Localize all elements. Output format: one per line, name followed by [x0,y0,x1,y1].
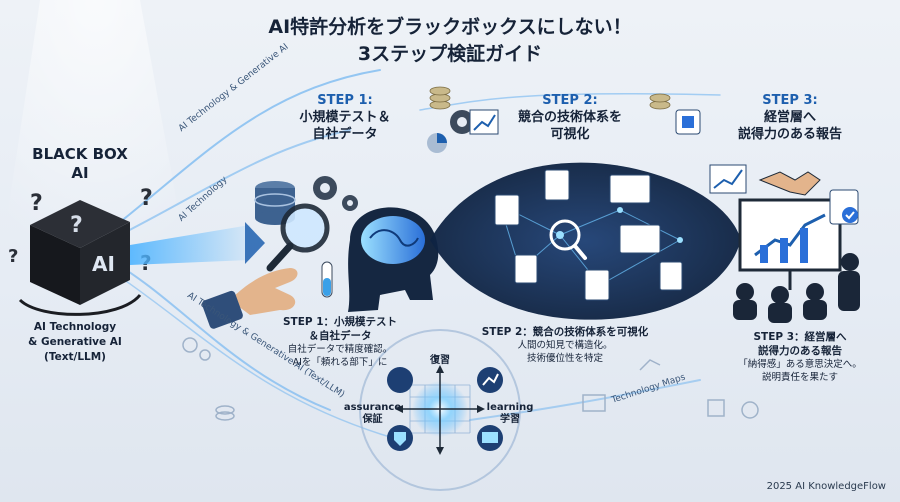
arrow-icon [245,222,265,264]
black-box-caption-line3: (Text/LLM) [44,351,106,363]
test-tube-icon [321,261,333,298]
black-box-caption-line1: AI Technology [33,321,117,333]
step3-title-line2: 説得力のある報告 [737,127,842,142]
chip-icon [675,109,701,135]
step3-caption-line2: 説得力のある報告 [758,345,842,357]
page-title: AI特許分析をブラックボックスにしない！ 3ステップ検証ガイド [210,14,690,68]
step1-desc-line1: 自社データで精度確認。 [287,344,393,355]
ai-brain-head-icon [348,207,439,312]
step1-heading-block: STEP 1: 小規模テスト＆ 自社データ [275,93,415,143]
step3-caption-line1: STEP 3：経営層へ [753,331,847,343]
data-beam [130,225,250,265]
step2-caption: STEP 2：競合の技術体系を可視化 人間の知見で構造化。 技術優位性を特定 [465,325,665,365]
svg-text:?: ? [70,213,83,238]
network-magnifier-icon [549,219,587,260]
step2-title-line1: 競合の技術体系を [517,110,622,125]
settings-gear-icon [450,110,474,134]
handshake-icon [758,171,821,196]
black-box-caption-line2: & Generative AI [28,336,122,348]
step3-heading: STEP 3: [762,93,818,108]
cycle-label-assurance: assurance 保証 [335,402,410,426]
cycle-label-assurance-ja: 保証 [362,414,383,425]
svg-text:?: ? [30,191,43,216]
black-box-label-line2: AI [71,164,89,182]
gear-icon [313,176,358,211]
pie-chart-icon [427,133,447,153]
report-chart-icon [469,109,499,135]
black-box-label-line1: BLACK BOX [32,145,128,163]
step2-caption-line1: STEP 2：競合の技術体系を可視化 [481,326,649,338]
audience-silhouettes-icon [733,253,860,323]
cycle-label-assurance-en: assurance [343,402,402,413]
step1-desc-line2: AIを「頼れる部下」に [292,357,388,368]
title-line-1: AI特許分析をブラックボックスにしない！ [268,16,632,38]
verified-document-icon [829,189,859,225]
step3-caption: STEP 3：経営層へ 説得力のある報告 「納得感」ある意思決定へ。 説明責任を… [720,330,880,384]
black-box-cube-icon: ? [18,200,142,316]
svg-text:?: ? [8,246,18,267]
cycle-badge-icons [387,367,503,451]
black-box-label: BLACK BOX AI [10,145,150,183]
patent-document-icons [494,169,683,301]
hand-icon [202,268,298,329]
cycle-label-learning-ja: 学習 [500,414,520,425]
trend-chart-icon [709,164,747,194]
decorative-small-icons [182,337,759,421]
black-box-caption: AI Technology & Generative AI (Text/LLM) [0,320,150,365]
step2-heading: STEP 2: [542,93,598,108]
cube-ai-text: AI [92,252,115,276]
step1-caption: STEP 1：小規模テスト ＆自社データ 自社データで精度確認。 AIを「頼れる… [265,315,415,369]
step3-desc-line1: 「納得感」ある意思決定へ。 [738,359,862,370]
step2-desc-line2: 技術優位性を特定 [526,353,603,364]
data-streams [109,69,721,441]
step3-heading-block: STEP 3: 経営層へ 説得力のある報告 [715,93,865,143]
step2-heading-block: STEP 2: 競合の技術体系を 可視化 [500,93,640,143]
cycle-label-learning-en: learning [486,402,534,413]
coin-stack-icon [429,86,671,110]
step1-caption-line1: STEP 1：小規模テスト [282,316,398,328]
cycle-label-learning: learning 学習 [475,402,545,426]
verification-cycle [359,329,521,491]
title-line-2: 3ステップ検証ガイド [357,43,543,65]
step1-title-line2: 自社データ [312,127,378,142]
cycle-label-review: 復習 [430,355,450,366]
step2-desc-line1: 人間の知見で構造化。 [517,340,613,351]
step1-caption-line2: ＆自社データ [308,330,372,342]
step1-heading: STEP 1: [317,93,373,108]
footer-credit: 2025 AI KnowledgeFlow [766,481,886,492]
step2-title-line2: 可視化 [550,127,590,142]
step3-title-line1: 経営層へ [763,110,816,125]
step1-title-line1: 小規模テスト＆ [299,110,391,125]
svg-text:?: ? [140,186,153,211]
magnifier-icon [266,203,330,272]
presentation-board-icon [738,198,842,290]
step3-desc-line2: 説明責任を果たす [761,372,838,383]
